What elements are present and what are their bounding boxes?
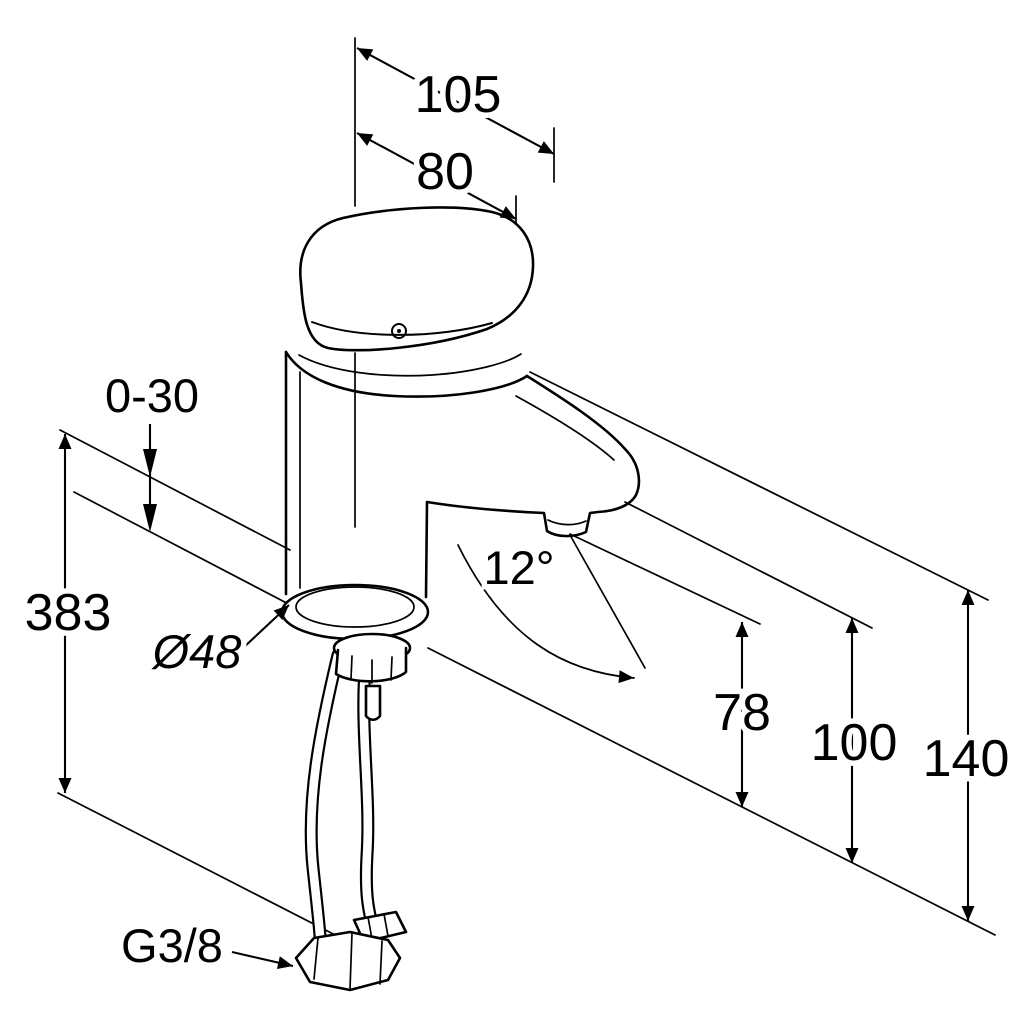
base-assembly — [280, 583, 430, 722]
spout — [425, 374, 641, 538]
dimension-deck-thickness: 0-30 — [99, 364, 205, 532]
base-diameter-label: Ø48 — [151, 625, 242, 678]
spout-reach-aerator-label: 80 — [416, 143, 474, 201]
dimension-body-top-height: 140 — [917, 590, 1015, 921]
temperature-indicator — [391, 323, 407, 339]
spout-reach-aerator-dimension-line — [356, 132, 517, 220]
body-top-height-label: 140 — [923, 730, 1010, 788]
spout-tip-projection-line — [624, 501, 873, 629]
faucet — [280, 206, 641, 992]
spout-tip-height-label: 100 — [811, 714, 898, 772]
dimension-connection-thread: G3/8 — [116, 914, 294, 978]
hex-nut-facet — [379, 940, 383, 985]
dimensions: 105 80 0-30 383 Ø48 12° — [19, 37, 1015, 978]
escutcheon — [280, 583, 430, 641]
hose-fitting-facet — [383, 913, 389, 937]
body-shoulder — [284, 350, 529, 398]
body-collar-line — [298, 353, 522, 377]
dimension-spout-angle: 12° — [457, 534, 646, 684]
mounting-nut-facet — [350, 655, 353, 680]
hex-nut-facet — [349, 932, 353, 990]
overall-height-label: 383 — [25, 584, 112, 642]
deck-thickness-arrow-lower — [143, 504, 157, 532]
mounting-nut — [334, 646, 408, 683]
tailpiece — [364, 684, 382, 722]
temperature-indicator-dot — [397, 329, 401, 333]
dimension-spout-reach-total: 105 — [356, 47, 555, 155]
body-right-edge — [424, 500, 429, 599]
dimension-overall-height: 383 — [19, 434, 117, 793]
spout-angle-arc — [457, 544, 635, 684]
hex-nut-facet — [313, 937, 319, 980]
hose-fittings — [294, 910, 408, 992]
dimension-base-diameter: Ø48 — [145, 604, 290, 684]
mounting-nut-facet — [390, 656, 393, 681]
hose-end-plane-line — [57, 792, 346, 941]
supply-hoses — [304, 648, 379, 943]
spout-angle-reference-line — [569, 534, 646, 669]
faucet-body — [284, 350, 529, 599]
spout-angle-label: 12° — [483, 541, 554, 594]
deck-bottom-plane-line — [73, 491, 301, 611]
deck-top-plane-line — [59, 429, 291, 551]
spout-reflection-line — [515, 395, 615, 461]
spout-reach-total-label: 105 — [415, 66, 502, 124]
spout-reach-total-dimension-line — [356, 47, 555, 155]
supply-hose-right-inner — [359, 653, 377, 929]
handle-outline — [299, 206, 535, 352]
connection-thread-label: G3/8 — [121, 919, 223, 972]
dimension-aerator-height: 78 — [708, 622, 776, 807]
supply-hose-left-inner — [306, 650, 343, 941]
aerator-projection-line — [569, 533, 761, 625]
base-plane-projection-line — [427, 647, 996, 936]
lever-handle — [299, 206, 535, 352]
deck-thickness-label: 0-30 — [105, 369, 199, 422]
base-diameter-leader-line — [242, 604, 290, 649]
spout-outline — [425, 374, 641, 538]
deck-thickness-arrow-upper — [143, 449, 157, 477]
connection-thread-leader-line — [231, 950, 294, 969]
connector-hex-nut — [294, 930, 402, 992]
body-top-projection-line — [529, 371, 989, 601]
escutcheon-inner-ring — [295, 586, 415, 628]
handle-grip-line — [311, 321, 493, 336]
aerator-height-label: 78 — [713, 684, 771, 742]
extension-lines — [57, 127, 996, 941]
aerator-rim — [547, 519, 587, 526]
dimension-spout-tip-height: 100 — [805, 618, 903, 863]
dimension-spout-reach-aerator: 80 — [356, 132, 517, 220]
